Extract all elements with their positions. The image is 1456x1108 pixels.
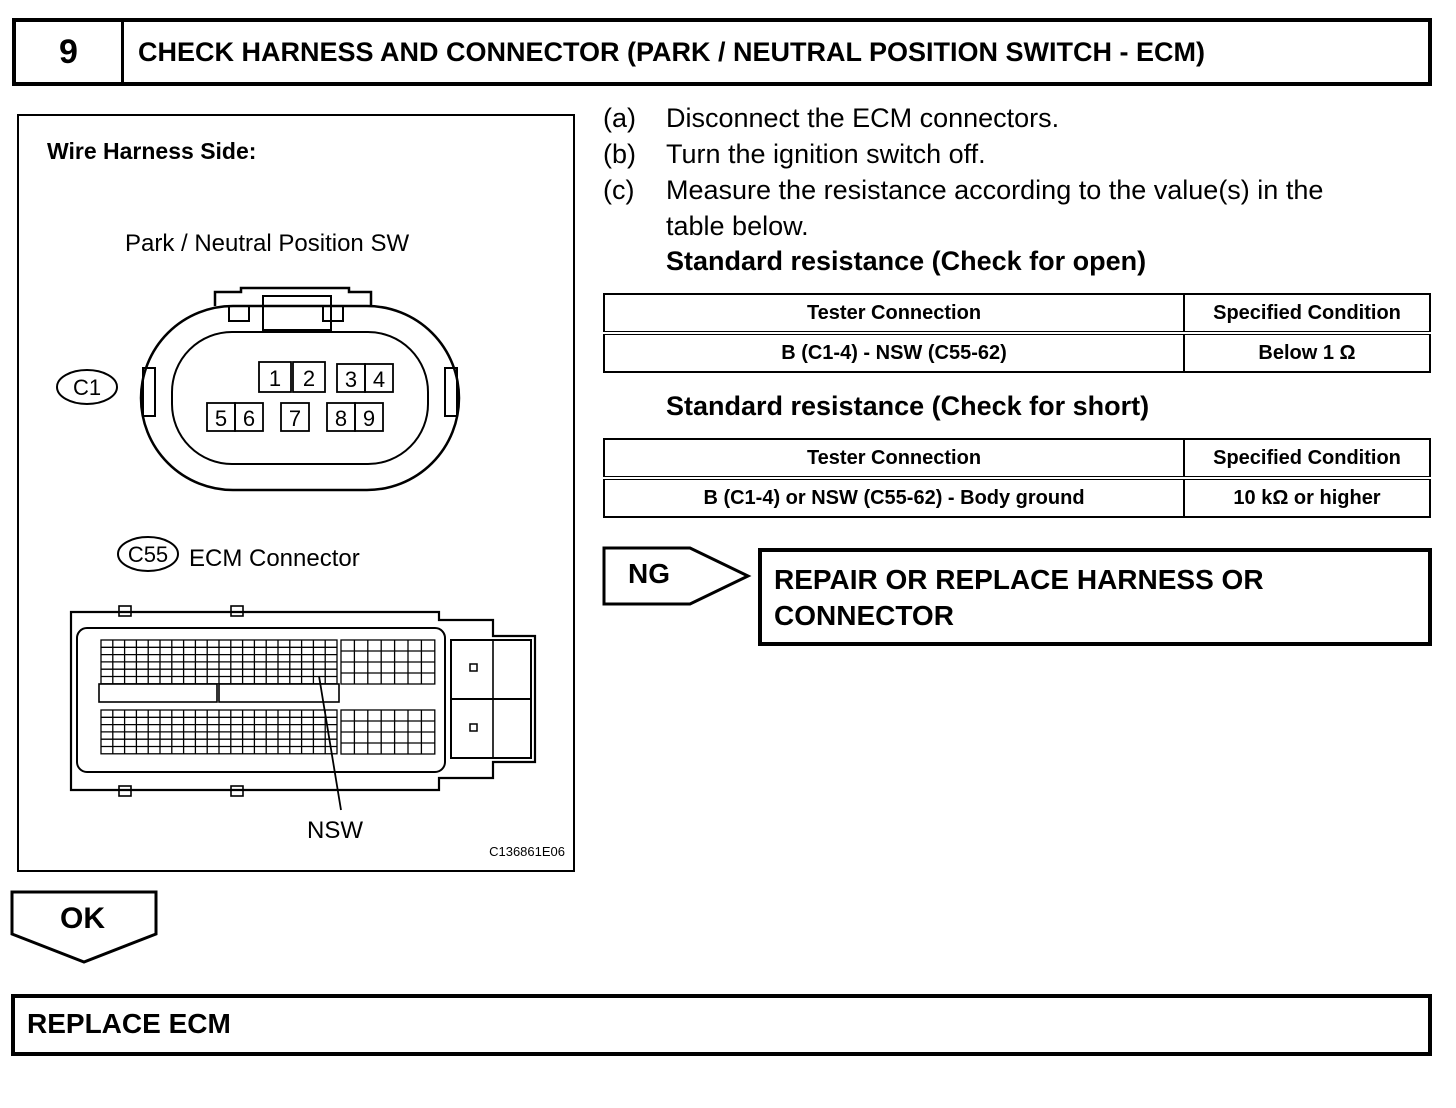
- c55-code-ellipse: [117, 536, 179, 572]
- ecm-connector: [69, 605, 537, 797]
- ng-label: NG: [628, 558, 670, 589]
- c1-code-ellipse: [56, 369, 118, 405]
- open-check-table: Tester Connection Specified Condition B …: [603, 293, 1431, 373]
- step-c-text-continued: table below.: [666, 211, 809, 241]
- switch-pin-8: 8: [335, 406, 347, 431]
- open-check-heading: Standard resistance (Check for open): [666, 246, 1147, 276]
- col-specified-condition: Specified Condition: [1183, 438, 1431, 480]
- ok-result-box: REPLACE ECM: [11, 994, 1432, 1056]
- step-c-letter: (c): [603, 175, 635, 205]
- step-title: CHECK HARNESS AND CONNECTOR (PARK / NEUT…: [138, 36, 1206, 67]
- illustration-title: Wire Harness Side:: [47, 138, 256, 164]
- ecm-connector-code: C55: [128, 542, 168, 567]
- table-row: B (C1-4) or NSW (C55-62) - Body ground 1…: [603, 477, 1431, 518]
- switch-pin-7: 7: [289, 406, 301, 431]
- step-c-text: Measure the resistance according to the …: [666, 175, 1324, 205]
- ok-label: OK: [60, 902, 105, 935]
- switch-connector-name: Park / Neutral Position SW: [125, 230, 409, 257]
- switch-pin-1: 1: [269, 366, 281, 391]
- tester-connection-cell: B (C1-4) - NSW (C55-62): [603, 332, 1185, 373]
- table-header-row: Tester Connection Specified Condition: [603, 293, 1431, 335]
- ecm-pin-grids: [100, 639, 436, 755]
- switch-pin-2: 2: [303, 366, 315, 391]
- wiring-illustration: Wire Harness Side: Park / Neutral Positi…: [17, 114, 575, 872]
- ecm-pin-grid-upper-left: [100, 639, 338, 685]
- col-tester-connection: Tester Connection: [603, 293, 1185, 335]
- park-neutral-switch-connector: [139, 286, 461, 492]
- step-b-letter: (b): [603, 139, 636, 169]
- ok-result-text: REPLACE ECM: [27, 1008, 231, 1039]
- step-b-text: Turn the ignition switch off.: [666, 139, 986, 169]
- switch-pin-3: 3: [345, 367, 357, 392]
- ecm-connector-name: ECM Connector: [189, 545, 360, 572]
- specified-condition-cell: 10 kΩ or higher: [1183, 477, 1431, 518]
- col-tester-connection: Tester Connection: [603, 438, 1185, 480]
- step-header: 9 CHECK HARNESS AND CONNECTOR (PARK / NE…: [12, 18, 1432, 86]
- switch-pin-5: 5: [215, 406, 227, 431]
- table-header-row: Tester Connection Specified Condition: [603, 438, 1431, 480]
- ok-arrow-icon: [10, 890, 158, 964]
- figure-id: C136861E06: [489, 844, 565, 859]
- nsw-leader-line: [318, 675, 342, 811]
- short-check-table: Tester Connection Specified Condition B …: [603, 438, 1431, 518]
- col-specified-condition: Specified Condition: [1183, 293, 1431, 335]
- table-row: B (C1-4) - NSW (C55-62) Below 1 Ω: [603, 332, 1431, 373]
- nsw-label: NSW: [307, 817, 363, 844]
- ng-result-line-2: CONNECTOR: [774, 600, 954, 631]
- step-a-letter: (a): [603, 103, 636, 133]
- step-number: 9: [16, 22, 124, 82]
- switch-pin-9: 9: [363, 406, 375, 431]
- step-a-text: Disconnect the ECM connectors.: [666, 103, 1060, 133]
- switch-pin-grid: [206, 361, 394, 432]
- ng-arrow-icon: [602, 546, 752, 606]
- ng-result-line-1: REPAIR OR REPLACE HARNESS OR: [774, 564, 1264, 595]
- switch-pin-6: 6: [243, 406, 255, 431]
- ng-result-box: REPAIR OR REPLACE HARNESS OR CONNECTOR: [758, 548, 1432, 646]
- switch-pin-4: 4: [373, 367, 385, 392]
- tester-connection-cell: B (C1-4) or NSW (C55-62) - Body ground: [603, 477, 1185, 518]
- short-check-heading: Standard resistance (Check for short): [666, 391, 1150, 421]
- ecm-pin-grid-lower-left: [100, 709, 338, 755]
- switch-connector-code: C1: [73, 375, 101, 400]
- ecm-pin-grid-lower-right: [340, 709, 436, 755]
- connector-diagram: Wire Harness Side: Park / Neutral Positi…: [47, 138, 565, 859]
- ecm-pin-grid-upper-right: [340, 639, 436, 685]
- specified-condition-cell: Below 1 Ω: [1183, 332, 1431, 373]
